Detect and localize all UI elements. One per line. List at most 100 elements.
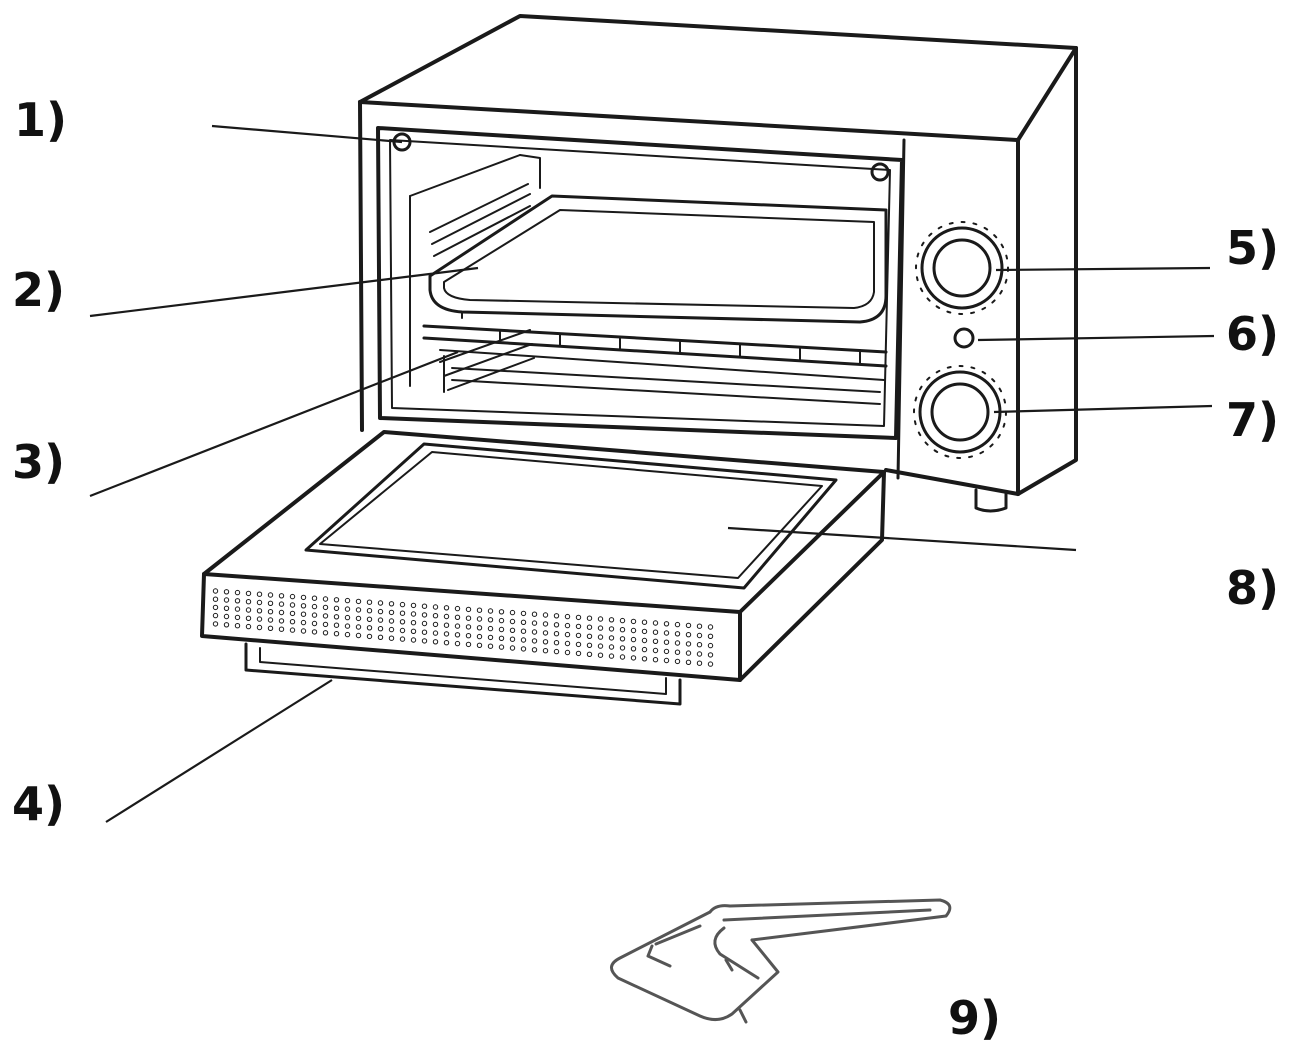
vent-dot: [333, 622, 340, 628]
vent-dot: [311, 620, 318, 627]
vent-dot: [322, 604, 329, 611]
vent-dot: [619, 645, 626, 651]
vent-dot: [421, 612, 428, 618]
vent-dot: [223, 597, 230, 603]
vent-dot: [608, 635, 615, 641]
vent-dot: [531, 611, 538, 617]
vent-dot: [663, 639, 670, 645]
vent-dot: [421, 629, 428, 635]
vent-dot: [366, 633, 373, 640]
leader-line-1: [211, 124, 403, 144]
vent-dot: [608, 617, 615, 623]
vent-dot: [234, 589, 241, 596]
vent-dot: [597, 625, 604, 631]
vent-dot: [685, 650, 692, 656]
vent-dot: [454, 632, 461, 638]
callout-label-2: 2): [12, 263, 65, 317]
vent-dot: [531, 629, 538, 635]
vent-dot: [663, 621, 670, 627]
vent-dot: [531, 647, 538, 653]
vent-dot: [630, 646, 637, 652]
oven-drawing-icon: [200, 14, 1078, 706]
vent-dot: [652, 638, 659, 644]
vent-dot: [564, 631, 571, 638]
vent-dot: [322, 596, 329, 602]
callout-label-3: 3): [12, 435, 65, 489]
vent-dot: [289, 627, 296, 633]
vent-dot: [245, 599, 252, 605]
vent-dot: [234, 606, 241, 612]
vent-dot: [674, 631, 681, 637]
vent-dot: [509, 627, 516, 633]
vent-dot: [432, 604, 439, 610]
vent-dot: [234, 623, 241, 629]
vent-dot: [443, 613, 450, 620]
vent-dot: [410, 628, 417, 634]
vent-dot: [663, 648, 670, 655]
vent-dot: [223, 613, 230, 620]
vent-dot: [432, 621, 439, 628]
vent-dot: [575, 641, 582, 648]
vent-dot: [454, 640, 461, 647]
vent-dot: [476, 607, 483, 613]
vent-dot: [366, 616, 373, 622]
vent-dot: [575, 650, 582, 657]
vent-dot: [696, 623, 703, 629]
vent-dot: [498, 635, 505, 641]
vent-dot: [575, 614, 582, 621]
vent-dot: [454, 605, 461, 612]
vent-dot: [311, 603, 318, 610]
vent-dot: [564, 622, 571, 629]
vent-dot: [289, 602, 296, 608]
vent-dot: [399, 619, 406, 625]
vent-dot: [487, 643, 494, 649]
tray-handle-icon: [610, 898, 952, 1024]
vent-dot: [520, 628, 527, 634]
vent-dot: [685, 659, 692, 665]
vent-dot: [333, 597, 340, 603]
vent-dot: [619, 617, 626, 624]
vent-dot: [509, 618, 516, 625]
vent-dot: [333, 631, 340, 637]
vent-dot: [674, 640, 681, 646]
vent-dot: [388, 601, 395, 607]
leader-line-7: [993, 404, 1213, 414]
vent-dot: [311, 612, 318, 618]
vent-dot: [344, 606, 351, 612]
leader-line-4: [105, 679, 333, 823]
timer-knob-icon: [915, 221, 1009, 315]
vent-dot: [586, 633, 593, 639]
vent-dot: [465, 624, 472, 630]
vent-dot: [421, 620, 428, 627]
vent-dot: [674, 621, 681, 628]
vent-dot: [355, 607, 362, 613]
vent-dot: [663, 630, 670, 636]
vent-dot: [278, 618, 285, 624]
vent-dot: [388, 609, 395, 616]
vent-dot: [487, 617, 494, 623]
vent-dot: [223, 589, 230, 595]
vent-dot: [399, 601, 406, 608]
vent-dot: [377, 626, 384, 632]
vent-dot: [509, 645, 516, 651]
vent-dot: [553, 640, 560, 646]
vent-dot: [465, 641, 472, 648]
vent-dot: [443, 640, 450, 646]
vent-dot: [267, 625, 274, 631]
vent-dot: [553, 648, 560, 655]
vent-dot: [366, 608, 373, 614]
vent-dot: [553, 622, 560, 628]
vent-dot: [234, 598, 241, 604]
vent-dot: [311, 629, 318, 635]
vent-dot: [707, 642, 714, 649]
vent-dot: [333, 605, 340, 611]
vent-dot: [564, 649, 571, 656]
vent-dot: [366, 599, 373, 605]
vent-dot: [597, 616, 604, 622]
vent-dot: [520, 619, 527, 625]
vent-dot: [432, 630, 439, 636]
vent-dot: [465, 633, 472, 639]
vent-dot: [256, 624, 263, 631]
vent-dot: [278, 609, 285, 616]
vent-dot: [597, 634, 604, 640]
